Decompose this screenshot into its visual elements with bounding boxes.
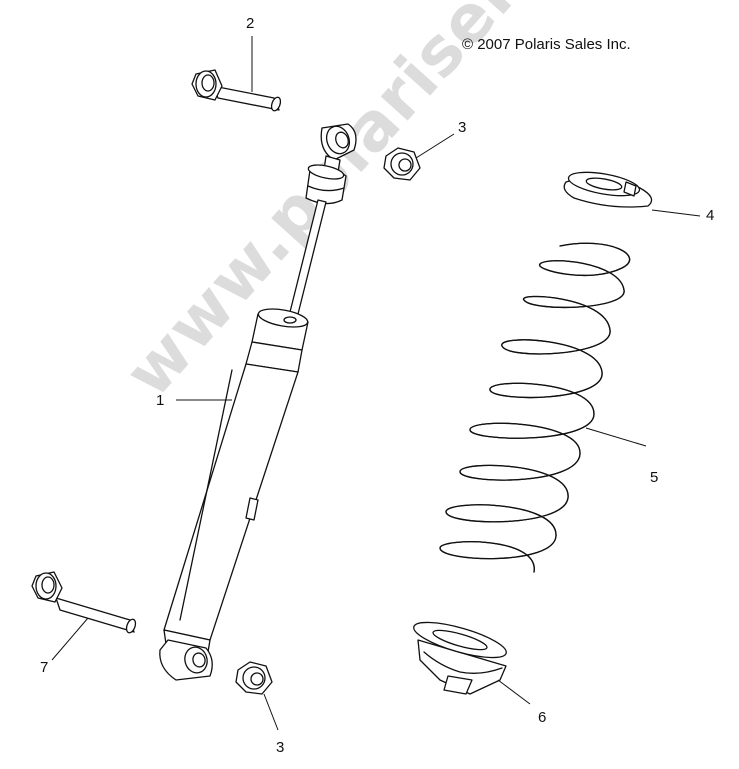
copyright-notice: © 2007 Polaris Sales Inc. bbox=[462, 36, 631, 53]
coil-spring[interactable] bbox=[439, 242, 631, 573]
upper-nut[interactable] bbox=[383, 147, 421, 181]
upper-bolt[interactable] bbox=[191, 69, 282, 112]
lower-spring-seat[interactable] bbox=[411, 615, 510, 695]
callout-7: 7 bbox=[40, 659, 49, 676]
upper-spring-retainer[interactable] bbox=[563, 168, 653, 208]
callout-4: 4 bbox=[706, 207, 715, 224]
callout-3-upper: 3 bbox=[458, 119, 467, 136]
lower-nut[interactable] bbox=[235, 661, 273, 695]
callout-2: 2 bbox=[246, 15, 255, 32]
callout-6: 6 bbox=[538, 709, 547, 726]
lower-bolt[interactable] bbox=[31, 571, 137, 634]
shock-absorber[interactable] bbox=[159, 123, 357, 681]
callout-5: 5 bbox=[650, 469, 659, 486]
callout-1: 1 bbox=[156, 392, 165, 409]
callout-3-lower: 3 bbox=[276, 739, 285, 756]
